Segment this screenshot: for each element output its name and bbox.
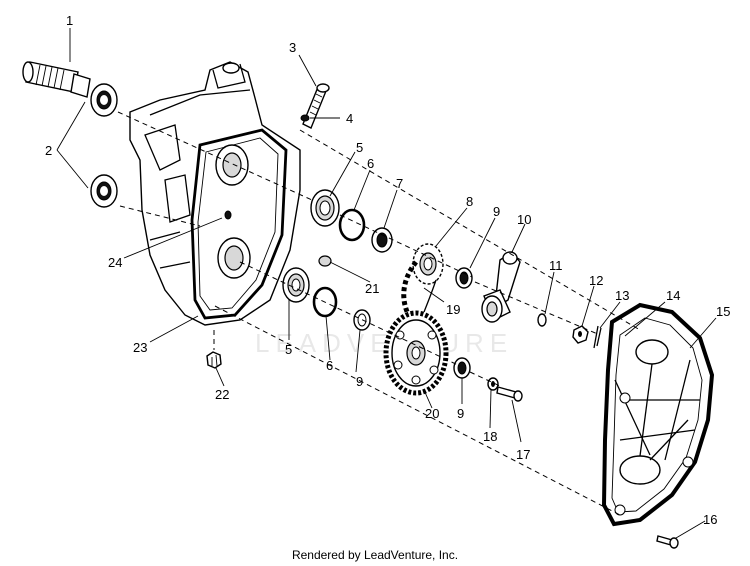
- callout-22: 22: [215, 387, 229, 402]
- callout-4: 4: [346, 111, 353, 126]
- callout-16: 16: [703, 512, 717, 527]
- washer-18: [487, 377, 499, 391]
- snap-ring-upper: [338, 208, 366, 242]
- callout-9c: 9: [457, 406, 464, 421]
- chaincase-cover: [601, 302, 715, 527]
- upper-sprocket: [412, 243, 444, 285]
- washer-11: [537, 313, 547, 327]
- callout-1: 1: [66, 13, 73, 28]
- snap-ring-lower: [312, 286, 338, 318]
- callouts: 1 2 3 4 5 6 7 8 9 10 11 12 13 14 15 19 2…: [45, 13, 730, 527]
- callout-3: 3: [289, 40, 296, 55]
- callout-10: 10: [517, 212, 531, 227]
- callout-21: 21: [365, 281, 379, 296]
- callout-17: 17: [516, 447, 530, 462]
- upper-bore: [215, 144, 249, 186]
- footer-credit: Rendered by LeadVenture, Inc.: [291, 548, 459, 562]
- callout-9b: 9: [356, 374, 363, 389]
- screw-3: [302, 83, 330, 129]
- callout-13: 13: [615, 288, 629, 303]
- callout-6b: 6: [326, 358, 333, 373]
- callout-23: 23: [133, 340, 147, 355]
- washer-4: [300, 114, 310, 122]
- washer-21: [318, 255, 332, 267]
- callout-19: 19: [446, 302, 460, 317]
- lower-bore: [217, 237, 251, 279]
- callout-7: 7: [396, 176, 403, 191]
- assembly-lines: [117, 111, 641, 516]
- gasket: [190, 128, 288, 320]
- chaincase-housing: [129, 61, 301, 326]
- washer-9-lower: [453, 357, 471, 379]
- callout-11: 11: [549, 258, 563, 273]
- callout-5a: 5: [356, 140, 363, 155]
- dowel-pin: [224, 210, 232, 220]
- callout-14: 14: [666, 288, 680, 303]
- callout-24: 24: [108, 255, 122, 270]
- nut-22: [206, 351, 222, 369]
- seal-lower: [90, 174, 118, 208]
- callout-20: 20: [425, 406, 439, 421]
- callout-9a: 9: [493, 204, 500, 219]
- seal-upper: [90, 83, 118, 117]
- leader-lines: [56, 28, 717, 539]
- screw-17: [496, 386, 523, 402]
- bearing-upper: [310, 189, 340, 227]
- callout-12: 12: [589, 273, 603, 288]
- callout-8: 8: [466, 194, 473, 209]
- cotter-pin-13: [593, 325, 602, 349]
- bearing-lower: [282, 267, 310, 303]
- screw-16: [656, 535, 679, 549]
- drive-chain: [401, 260, 437, 320]
- spacer-7: [371, 227, 393, 253]
- callout-2: 2: [45, 143, 52, 158]
- watermark: LEADVENTURE: [255, 328, 513, 358]
- callout-18: 18: [483, 429, 497, 444]
- callout-15: 15: [716, 304, 730, 319]
- washer-9-upper: [455, 267, 473, 289]
- callout-5b: 5: [285, 342, 292, 357]
- input-shaft: [22, 61, 91, 98]
- callout-6a: 6: [367, 156, 374, 171]
- lower-sprocket: [383, 310, 449, 396]
